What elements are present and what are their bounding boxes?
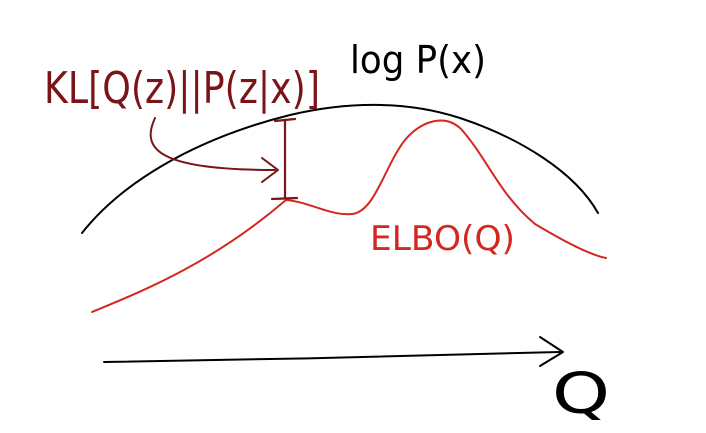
- q-axis-arrow: [103, 336, 564, 367]
- elbo-curve: [91, 119, 607, 313]
- kl-gap-marker: [270, 117, 299, 201]
- log-evidence-label: log P(x): [350, 38, 486, 82]
- kl-label: KL[Q(z)||P(z|x)]: [44, 63, 320, 114]
- q-axis-label: Q: [552, 362, 610, 427]
- kl-arrow: [149, 117, 279, 183]
- log-evidence-curve: [81, 103, 599, 234]
- elbo-label: ELBO(Q): [370, 219, 515, 259]
